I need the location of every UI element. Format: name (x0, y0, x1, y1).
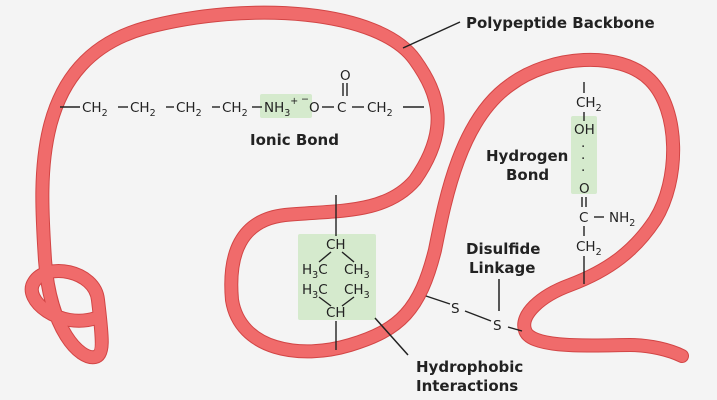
polypeptide-backbone (24, 5, 689, 365)
label-disulfide-line1: Disulfide (466, 240, 540, 258)
ionic-carbonyl-o: O (340, 68, 351, 84)
ionic-nh3-plus: NH3+ (264, 96, 298, 119)
backbone-leader-line (402, 21, 461, 49)
hbond-dot-2: · (581, 151, 585, 167)
hydrophobic-highlight (298, 234, 376, 320)
ionic-ch2-3: CH2 (176, 100, 202, 119)
label-hydrogen-bond-line1: Hydrogen (486, 147, 568, 165)
disulfide-s-2: S (493, 318, 502, 334)
hydrogen-bond-chain: CH2 OH · · · O C NH2 CH2 (574, 82, 635, 284)
hydrophobic-leader-line (374, 317, 409, 356)
hbond-carbon: C (579, 210, 588, 226)
hydrophobic-group: CH H3C CH3 H3C CH3 CH (302, 195, 370, 350)
ionic-minus: − (301, 94, 309, 105)
hbond-o: O (579, 181, 590, 197)
label-polypeptide-backbone: Polypeptide Backbone (466, 14, 655, 32)
ionic-ch2-2: CH2 (130, 100, 156, 119)
disulfide-s-1: S (451, 301, 460, 317)
ionic-o-minus: O (309, 100, 320, 116)
hydrophobic-ch-bottom: CH (326, 305, 346, 321)
hbond-ch2-bottom: CH2 (576, 239, 602, 258)
label-disulfide-line2: Linkage (469, 259, 535, 277)
label-hydrophobic-line1: Hydrophobic (416, 358, 523, 376)
hydrophobic-ch-top: CH (326, 237, 346, 253)
hbond-ch2-top: CH2 (576, 95, 602, 114)
hydrophobic-h3c-2: H3C (302, 282, 328, 301)
label-hydrogen-bond-line2: Bond (506, 166, 549, 184)
ionic-ch2-1: CH2 (82, 100, 108, 119)
hbond-nh2: NH2 (609, 210, 635, 229)
hydrophobic-ch3-2: CH3 (344, 282, 370, 301)
hbond-dot-1: · (581, 139, 585, 155)
ionic-ch2-5: CH2 (367, 100, 393, 119)
disulfide-linkage: S S (425, 279, 523, 334)
ionic-bond-chain: CH2 CH2 CH2 CH2 NH3+ − O C O CH2 (60, 68, 424, 119)
hydrophobic-ch3-1: CH3 (344, 262, 370, 281)
ionic-bond-highlight (260, 94, 312, 118)
hydrogen-bond-highlight (571, 116, 597, 194)
ionic-carbon: C (337, 100, 346, 116)
hbond-dot-3: · (581, 163, 585, 179)
ionic-ch2-4: CH2 (222, 100, 248, 119)
hbond-oh: OH (574, 122, 595, 138)
hydrophobic-h3c-1: H3C (302, 262, 328, 281)
label-hydrophobic-line2: Interactions (416, 377, 518, 395)
label-ionic-bond: Ionic Bond (250, 131, 339, 149)
